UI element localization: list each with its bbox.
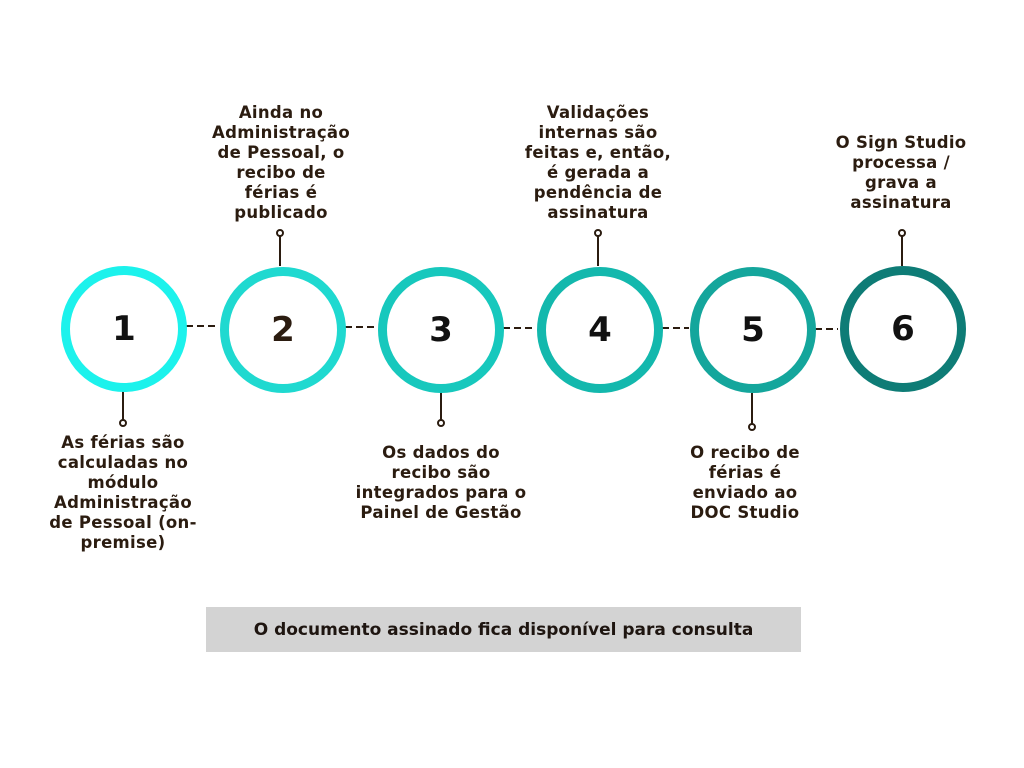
pin-dot [437,419,445,427]
text-line: As férias são [61,433,185,452]
text-line: internas são [538,123,658,142]
step-3-description: Os dados do recibo são integrados para o… [346,443,536,523]
step-number: 6 [891,309,915,349]
text-line: módulo [87,473,159,492]
step-number: 1 [112,309,136,349]
text-line: Validações [546,103,650,122]
text-line: integrados para o [355,483,527,502]
text-line: grava a [865,173,937,192]
pin-dot [594,229,602,237]
text-line: assinatura [850,193,952,212]
text-line: enviado ao [692,483,798,502]
step-4-description: Validações internas são feitas e, então,… [503,103,693,223]
banner-text: O documento assinado fica disponível par… [253,619,754,640]
step-circle-3: 3 [378,267,504,393]
text-line: calculadas no [57,453,189,472]
text-line: recibo são [391,463,491,482]
text-line: premise) [80,533,166,552]
step-circle-4: 4 [537,267,663,393]
text-line: feitas e, então, [524,143,672,162]
text-line: de Pessoal (on- [49,513,197,532]
text-line: Painel de Gestão [360,503,522,522]
text-line: Ainda no [238,103,324,122]
final-step-banner: O documento assinado fica disponível par… [206,607,801,652]
text-line: DOC Studio [690,503,800,522]
text-line: recibo de [236,163,326,182]
text-line: de Pessoal, o [217,143,345,162]
pin-dot [119,419,127,427]
pin-dot [276,229,284,237]
text-line: O recibo de [690,443,800,462]
step-number: 2 [271,310,295,350]
step-circle-5: 5 [690,267,816,393]
text-line: O Sign Studio [835,133,967,152]
step-5-description: O recibo de férias é enviado ao DOC Stud… [650,443,840,523]
step-6-description: O Sign Studio processa / grava a assinat… [806,133,996,213]
text-line: Administração [54,493,192,512]
step-number: 3 [429,310,453,350]
text-line: Administração [212,123,350,142]
text-line: pendência de [533,183,663,202]
pin-dot [748,423,756,431]
step-number: 4 [588,310,612,350]
text-line: publicado [234,203,328,222]
step-circle-1: 1 [61,266,187,392]
text-line: é gerada a [546,163,650,182]
text-line: férias é [708,463,782,482]
text-line: processa / [852,153,950,172]
text-line: Os dados do [382,443,500,462]
pin-dot [898,229,906,237]
text-line: assinatura [547,203,649,222]
step-number: 5 [741,310,765,350]
step-circle-6: 6 [840,266,966,392]
step-2-description: Ainda no Administração de Pessoal, o rec… [186,103,376,223]
step-circle-2: 2 [220,267,346,393]
text-line: férias é [244,183,318,202]
step-1-description: As férias são calculadas no módulo Admin… [28,433,218,553]
